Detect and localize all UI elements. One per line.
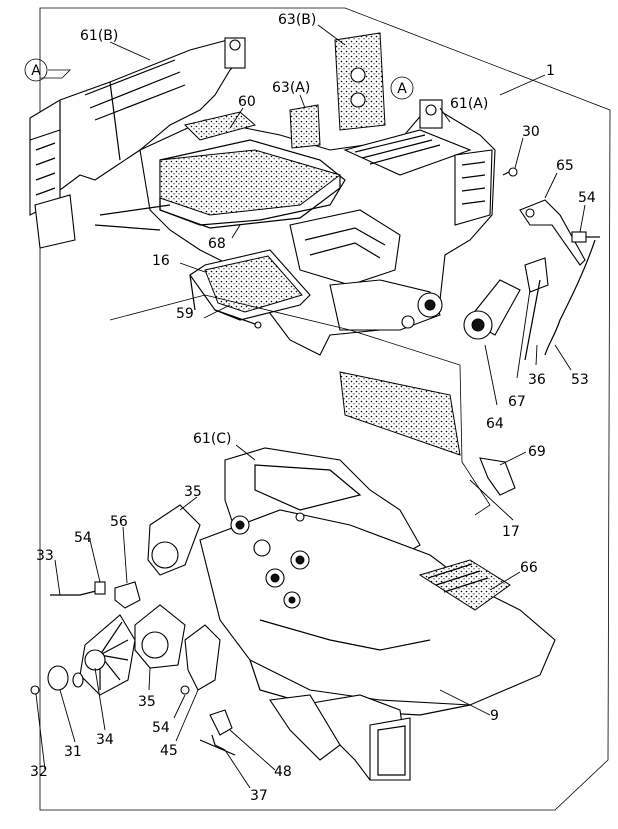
- link-56: [114, 581, 141, 609]
- cable-37: [199, 739, 236, 756]
- callout-35-lower: 35: [138, 694, 156, 710]
- callout-65: 65: [556, 158, 574, 174]
- callout-61b: 61(B): [80, 28, 118, 44]
- callout-34: 34: [96, 732, 114, 748]
- rod-36: [524, 279, 541, 361]
- callout-54-mid: 54: [74, 530, 92, 546]
- lever-45: [184, 624, 221, 691]
- pad-63b: [334, 32, 386, 131]
- assembly-boundary: [39, 7, 611, 811]
- lever-64: [463, 279, 521, 340]
- guide-polygon: [109, 294, 491, 516]
- cable-53: [544, 239, 596, 356]
- cable-33: [50, 589, 101, 596]
- callout-61c: 61(C): [193, 431, 232, 447]
- callout-32: 32: [30, 764, 48, 780]
- callout-64: 64: [486, 416, 504, 432]
- callout-53: 53: [571, 372, 589, 388]
- filter-element: [339, 371, 461, 456]
- callout-59: 59: [176, 306, 194, 322]
- actuator-35-lower: [134, 604, 186, 669]
- callout-45: 45: [160, 743, 178, 759]
- callout-17: 17: [502, 524, 520, 540]
- callout-31: 31: [64, 744, 82, 760]
- callout-63a: 63(A): [272, 80, 310, 96]
- callout-37: 37: [250, 788, 268, 804]
- reference-marker-a-left-arrow: [40, 69, 71, 79]
- callout-56: 56: [110, 514, 128, 530]
- bracket-65-hole: [525, 208, 535, 218]
- leader-lines: [35, 24, 586, 789]
- reference-marker-a-right: A: [397, 81, 407, 97]
- callout-30: 30: [522, 124, 540, 140]
- control-dial-34: [30, 614, 136, 696]
- callout-33: 33: [36, 548, 54, 564]
- clip-48: [209, 709, 233, 751]
- callout-48: 48: [274, 764, 292, 780]
- callout-54-lower: 54: [152, 720, 170, 736]
- reference-marker-a-left-circle: [24, 58, 48, 82]
- connector-54-upper: [571, 231, 600, 243]
- connector-54-mid: [94, 581, 106, 595]
- reference-marker-a-left: A: [31, 63, 41, 79]
- callout-63b: 63(B): [278, 12, 316, 28]
- callout-61a: 61(A): [450, 96, 488, 112]
- callout-68: 68: [208, 236, 226, 252]
- callout-16: 16: [152, 253, 170, 269]
- callout-69: 69: [528, 444, 546, 460]
- lower-blower-case: [199, 447, 556, 781]
- pad-63a: [289, 104, 321, 149]
- callout-60: 60: [238, 94, 256, 110]
- callout-35-upper: 35: [184, 484, 202, 500]
- callout-67: 67: [508, 394, 526, 410]
- link-67: [524, 257, 549, 293]
- reference-marker-a-right-circle: [390, 76, 414, 100]
- callout-54-upper: 54: [578, 190, 596, 206]
- bracket-65: [519, 199, 586, 266]
- callout-9: 9: [490, 708, 499, 724]
- connector-54-lower: [180, 685, 190, 695]
- actuator-35-upper: [147, 504, 201, 576]
- callout-36: 36: [528, 372, 546, 388]
- callout-66: 66: [520, 560, 538, 576]
- clip-69: [479, 457, 516, 496]
- screw-30: [502, 167, 518, 177]
- callout-1: 1: [546, 63, 555, 79]
